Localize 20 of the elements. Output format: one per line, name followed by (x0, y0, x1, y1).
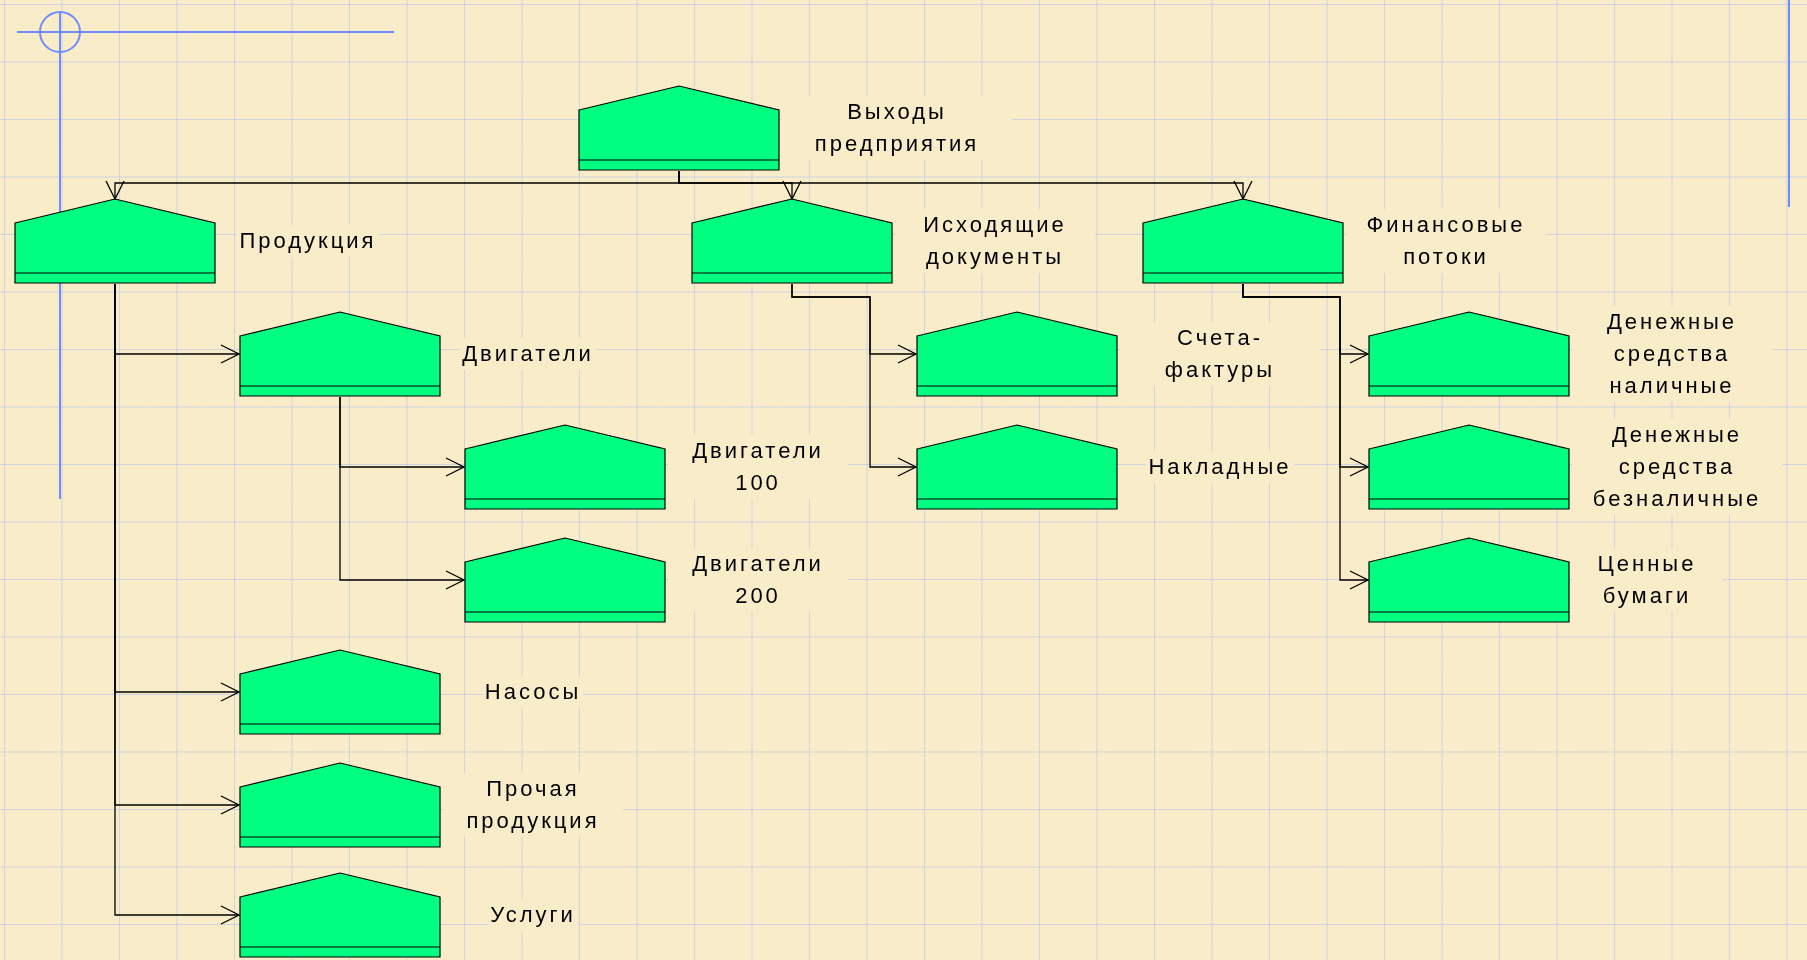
node-label: Двигатели 100 (668, 435, 848, 499)
node-label: Выходы предприятия (782, 96, 1012, 160)
node-label: Счета-фактуры (1120, 322, 1320, 386)
connector-arrow (1242, 283, 1369, 590)
connector-arrow (114, 283, 240, 925)
node-label: Прочая продукция (443, 773, 623, 837)
node-label: Продукция (237, 225, 379, 257)
node-label: Услуги (488, 899, 578, 931)
node-label: Насосы (482, 676, 584, 708)
node-label: Исходящие документы (895, 209, 1095, 273)
connector-arrow (678, 170, 1253, 200)
node-label: Финансовые потоки (1346, 209, 1546, 273)
node-label: Накладные (1146, 451, 1294, 483)
node-label: Двигатели (460, 338, 596, 370)
node-label: Двигатели 200 (668, 548, 848, 612)
node-label: Денежные средства наличные (1572, 306, 1772, 402)
connector-arrow (791, 283, 917, 477)
connector-arrow (339, 396, 465, 590)
node-label: Ценные бумаги (1572, 548, 1722, 612)
node-label: Денежные средства безналичные (1572, 419, 1782, 515)
